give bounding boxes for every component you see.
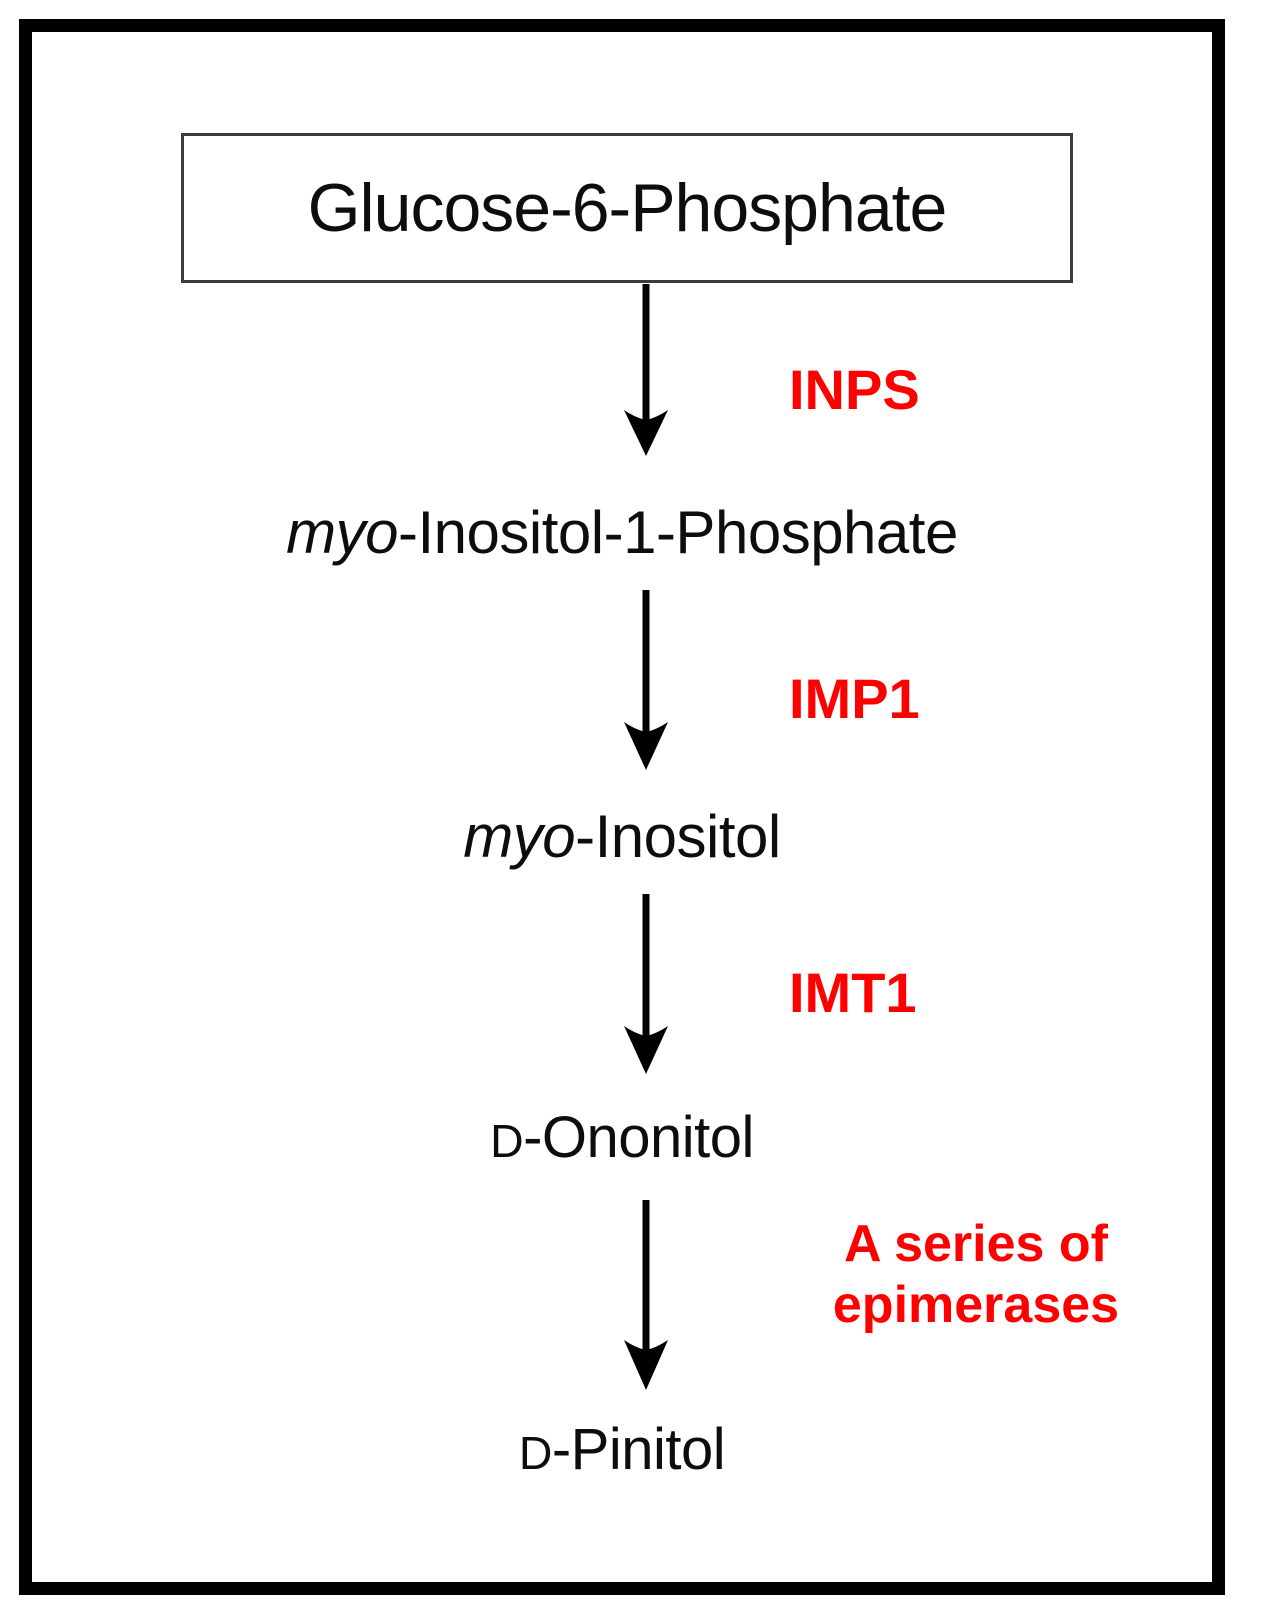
enzyme-label-imt1: IMT1 xyxy=(789,961,917,1024)
node-myo-inositol: myo-Inositol xyxy=(32,802,1212,871)
arrow-down-icon-1 xyxy=(606,284,686,456)
node-d-pinitol: D-Pinitol xyxy=(32,1416,1212,1483)
node-myo-inositol-1-phosphate: myo-Inositol-1-Phosphate xyxy=(32,498,1212,567)
node-d-ononitol-label: D-Ononitol xyxy=(490,1104,754,1171)
italic-prefix-myo: myo xyxy=(463,803,576,870)
arrow-down-icon-4 xyxy=(606,1200,686,1390)
enzyme-label-epimerases-line2: epimerases xyxy=(832,1276,1120,1335)
node-suffix: -Ononitol xyxy=(523,1105,754,1170)
node-suffix: -Inositol-1-Phosphate xyxy=(398,499,958,566)
enzyme-label-epimerases-line1: A series of xyxy=(844,1215,1108,1273)
enzyme-label-inps: INPS xyxy=(789,358,920,421)
node-myo-inositol-1-phosphate-label: myo-Inositol-1-Phosphate xyxy=(286,498,958,567)
pathway-diagram: Glucose-6-Phosphate INPS myo-Inositol-1-… xyxy=(32,32,1212,1582)
node-glucose-6-phosphate-box: Glucose-6-Phosphate xyxy=(181,133,1073,283)
node-d-ononitol: D-Ononitol xyxy=(32,1104,1212,1171)
smallcap-prefix-d: D xyxy=(490,1115,524,1167)
enzyme-label-epimerases: A series of epimerases xyxy=(786,1214,1166,1337)
node-d-pinitol-label: D-Pinitol xyxy=(518,1416,726,1483)
node-suffix: -Inositol xyxy=(575,803,781,870)
node-suffix: -Pinitol xyxy=(551,1417,726,1482)
node-myo-inositol-label: myo-Inositol xyxy=(463,802,781,871)
enzyme-label-imp1: IMP1 xyxy=(789,667,920,730)
arrow-down-icon-3 xyxy=(606,894,686,1074)
figure-frame: Glucose-6-Phosphate INPS myo-Inositol-1-… xyxy=(19,19,1225,1595)
smallcap-prefix-d: D xyxy=(518,1427,553,1479)
arrow-down-icon-2 xyxy=(606,590,686,770)
italic-prefix-myo: myo xyxy=(286,499,399,566)
node-glucose-6-phosphate-label: Glucose-6-Phosphate xyxy=(307,170,948,246)
